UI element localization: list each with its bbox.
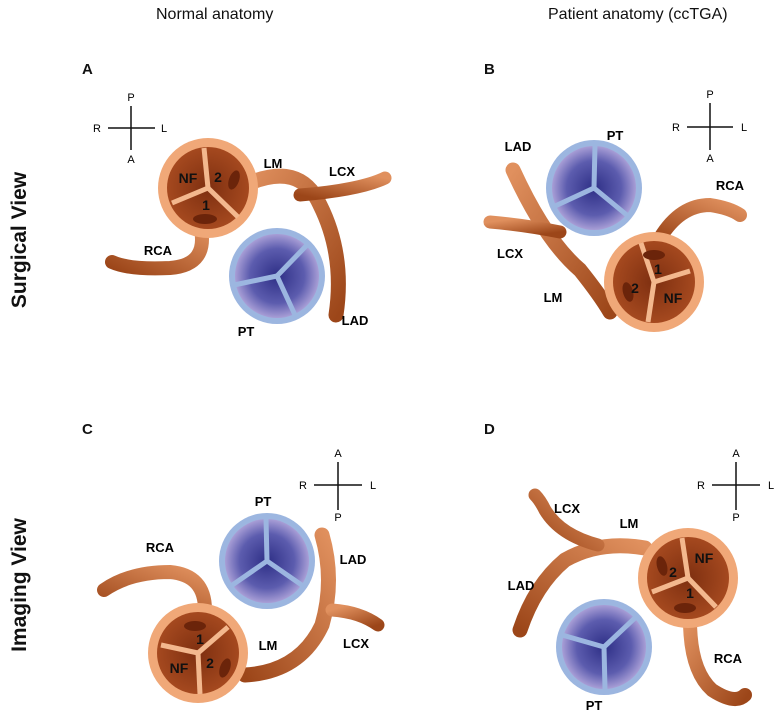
panel-letter-b: B xyxy=(484,61,495,78)
rca-vessel-d xyxy=(683,613,752,706)
label-d-lm: LM xyxy=(620,516,639,531)
lcx-vessel-a xyxy=(293,171,392,202)
label-c-lm: LM xyxy=(259,638,278,653)
aorta-d-nf-label: NF xyxy=(695,550,714,566)
lcx-vessel-d xyxy=(528,488,605,552)
compass-d-bottom: P xyxy=(732,512,739,524)
label-c-lcx: LCX xyxy=(343,636,369,651)
compass-b-left: R xyxy=(672,122,680,134)
panel-a: P A R L NF 2 1 xyxy=(93,92,392,339)
label-b-rca: RCA xyxy=(716,178,745,193)
label-a-rca: RCA xyxy=(144,243,173,258)
label-b-lcx: LCX xyxy=(497,246,523,261)
compass-a-right: L xyxy=(161,123,167,135)
label-d-rca: RCA xyxy=(714,651,743,666)
compass-a: P A R L xyxy=(93,92,167,166)
rca-vessel-b xyxy=(653,197,747,245)
aorta-b: 1 2 NF xyxy=(604,232,704,332)
lm-vessel-a xyxy=(237,168,346,323)
pt-c xyxy=(219,513,315,609)
rca-vessel-a xyxy=(105,218,209,276)
label-a-lm: LM xyxy=(264,156,283,171)
panel-d: A P R L 2 NF 1 xyxy=(508,448,774,713)
pt-a xyxy=(229,228,325,324)
label-c-lad: LAD xyxy=(340,552,367,567)
label-c-pt: PT xyxy=(255,494,272,509)
aorta-b-cusp2-label: 2 xyxy=(631,280,639,296)
compass-d-top: A xyxy=(732,448,740,460)
label-b-pt: PT xyxy=(607,128,624,143)
compass-d: A P R L xyxy=(697,448,774,524)
aorta-c: 1 NF 2 xyxy=(148,603,248,703)
lcx-vessel-c xyxy=(325,603,385,632)
label-a-pt: PT xyxy=(238,324,255,339)
lm-vessel-d xyxy=(512,538,653,638)
compass-c-top: A xyxy=(334,448,342,460)
label-b-lm: LM xyxy=(544,290,563,305)
aorta-d-cusp1-label: 1 xyxy=(686,585,694,601)
compass-b-right: L xyxy=(741,122,747,134)
aorta-d-cusp2-label: 2 xyxy=(669,564,677,580)
rca-vessel-c xyxy=(97,564,212,617)
column-title-patient: Patient anatomy (ccTGA) xyxy=(548,6,728,23)
compass-a-bottom: A xyxy=(127,154,135,166)
label-c-rca: RCA xyxy=(146,540,175,555)
label-d-pt: PT xyxy=(586,698,603,713)
compass-b-top: P xyxy=(706,89,713,101)
label-a-lcx: LCX xyxy=(329,164,355,179)
label-d-lcx: LCX xyxy=(554,501,580,516)
aorta-a-cusp1-label: 1 xyxy=(202,197,210,213)
aorta-a-nf-label: NF xyxy=(179,170,198,186)
compass-a-left: R xyxy=(93,123,101,135)
compass-b: P A R L xyxy=(672,89,747,165)
lcx-vessel-b xyxy=(483,215,567,239)
aorta-c-nf-label: NF xyxy=(170,660,189,676)
aorta-c-cusp1-label: 1 xyxy=(196,631,204,647)
compass-b-bottom: A xyxy=(706,153,714,165)
compass-c-right: L xyxy=(370,480,376,492)
lad-vessel-c xyxy=(237,527,336,683)
aorta-b-nf-label: NF xyxy=(664,290,683,306)
compass-d-left: R xyxy=(697,480,705,492)
compass-c: A P R L xyxy=(299,448,376,524)
panel-b: P A R L 1 xyxy=(483,89,747,332)
pt-d xyxy=(556,599,652,695)
label-d-lad: LAD xyxy=(508,578,535,593)
panel-letter-c: C xyxy=(82,421,93,438)
panel-letter-d: D xyxy=(484,421,495,438)
aorta-c-cusp2-label: 2 xyxy=(206,655,214,671)
aorta-a-cusp2-label: 2 xyxy=(214,169,222,185)
panel-c: A P R L 1 xyxy=(97,448,385,703)
compass-a-top: P xyxy=(127,92,134,104)
column-title-normal: Normal anatomy xyxy=(156,6,274,23)
aorta-d: 2 NF 1 xyxy=(638,528,738,628)
aorta-a: NF 2 1 xyxy=(158,138,258,238)
panel-letter-a: A xyxy=(82,61,93,78)
lad-vessel-b xyxy=(505,162,618,320)
compass-c-left: R xyxy=(299,480,307,492)
pt-b xyxy=(546,140,642,236)
compass-d-right: L xyxy=(768,480,774,492)
label-b-lad: LAD xyxy=(505,139,532,154)
label-a-lad: LAD xyxy=(342,313,369,328)
compass-c-bottom: P xyxy=(334,512,341,524)
aorta-b-cusp1-label: 1 xyxy=(654,261,662,277)
